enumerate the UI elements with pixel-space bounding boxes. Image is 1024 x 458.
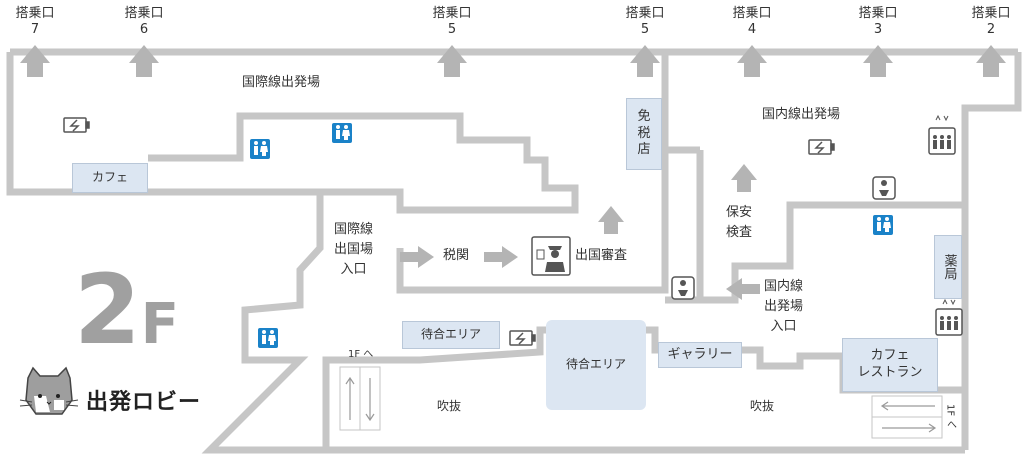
baby-room-icon bbox=[671, 276, 695, 300]
floor-number: 2F bbox=[74, 254, 180, 366]
arrow-gate-6 bbox=[129, 45, 159, 77]
charging-icon bbox=[509, 330, 536, 346]
intl-departure-hall-label: 国際線出発場 bbox=[242, 75, 321, 90]
to-1f-right-label: 1F へ bbox=[944, 404, 956, 430]
arrow-dom-left-1 bbox=[726, 278, 760, 300]
arrow-gate-5a bbox=[437, 45, 467, 77]
intl-hall-wall bbox=[6, 52, 579, 214]
duty-free-shop[interactable]: 免 税 店 bbox=[626, 98, 662, 170]
immigration-label: 出国審査 bbox=[575, 248, 628, 263]
restroom-icon bbox=[250, 139, 270, 159]
arrow-to-immigration bbox=[484, 246, 518, 268]
floor-title: 出発ロビー bbox=[86, 390, 202, 415]
domestic-right-wall bbox=[961, 52, 1022, 450]
arrow-gate-7 bbox=[20, 45, 50, 77]
escalator-right-arrows bbox=[880, 401, 937, 433]
elevator-icon bbox=[928, 114, 956, 155]
waiting-area-small[interactable]: 待合エリア bbox=[402, 321, 500, 349]
cafe[interactable]: カフェ bbox=[72, 163, 148, 193]
escalator-left bbox=[339, 366, 381, 431]
arrow-immigration-up bbox=[598, 206, 624, 234]
cafe-restaurant[interactable]: カフェ レストラン bbox=[842, 338, 938, 392]
restroom-icon bbox=[332, 123, 352, 143]
charging-icon bbox=[808, 139, 835, 155]
arrow-to-customs bbox=[400, 246, 434, 268]
security-label: 保安 検査 bbox=[726, 205, 753, 240]
intl-entrance-wall bbox=[201, 188, 965, 454]
atrium-right-label: 吹抜 bbox=[750, 399, 775, 413]
escalator-left-arrows bbox=[345, 376, 375, 422]
customs-label: 税関 bbox=[443, 248, 470, 263]
arrow-gate-4 bbox=[737, 45, 767, 77]
elevator-icon bbox=[935, 298, 963, 336]
charging-icon bbox=[63, 117, 90, 133]
atrium-left-label: 吹抜 bbox=[437, 399, 462, 413]
pharmacy[interactable]: 薬局 bbox=[934, 235, 962, 299]
floor-suffix: F bbox=[140, 292, 180, 357]
dom-entrance-label: 国内線 出発場 入口 bbox=[764, 279, 804, 334]
to-1f-left-label: 1F へ bbox=[348, 349, 374, 360]
escalator-right bbox=[871, 395, 943, 439]
restroom-icon bbox=[873, 215, 893, 235]
immigration-officer-icon bbox=[531, 236, 571, 276]
intl-entrance-label: 国際線 出国場 入口 bbox=[334, 222, 374, 277]
arrow-gate-3 bbox=[863, 45, 893, 77]
arrow-security-up bbox=[731, 164, 757, 192]
arrow-gate-5b bbox=[630, 45, 660, 77]
arrow-gate-2 bbox=[976, 45, 1006, 77]
baby-room-icon bbox=[872, 176, 896, 200]
gallery[interactable]: ギャラリー bbox=[658, 342, 742, 368]
gate-arrows bbox=[20, 45, 1006, 300]
restroom-icon bbox=[258, 328, 278, 348]
waiting-area-large[interactable]: 待合エリア bbox=[546, 320, 646, 410]
dom-departure-hall-label: 国内線出発場 bbox=[762, 107, 841, 122]
cat-mascot-icon bbox=[19, 366, 79, 415]
